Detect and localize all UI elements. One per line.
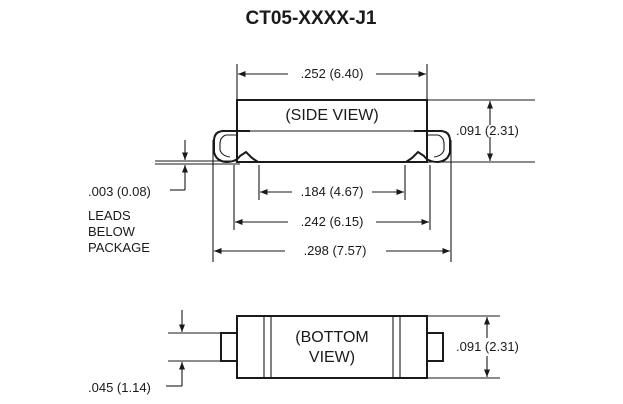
bottom-view-label-line-2: VIEW) [309, 349, 355, 366]
bottom-view: (BOTTOM VIEW) .045 (1.14) .091 (2.31) [88, 310, 519, 395]
side-view: (SIDE VIEW) .252 (6.40) .091 (2.31) .0 [88, 64, 535, 262]
note-line-2: BELOW [88, 224, 136, 239]
right-j-lead [405, 130, 451, 164]
dim-top-width-label: .252 (6.40) [301, 66, 364, 81]
bottom-view-package-body [236, 315, 428, 379]
dim-lead-offset-label: .003 (0.08) [88, 184, 151, 199]
note-line-3: PACKAGE [88, 240, 150, 255]
dim-inner-label: .184 (4.67) [301, 184, 364, 199]
bottom-view-label-line-1: (BOTTOM [295, 329, 368, 346]
side-view-label: (SIDE VIEW) [285, 107, 378, 124]
right-j-lead-inner [427, 134, 445, 158]
left-j-lead [213, 130, 259, 164]
left-j-lead-inner [219, 134, 237, 158]
dim-bottom-height-label: .091 (2.31) [456, 339, 519, 354]
drawing-title: CT05-XXXX-J1 [246, 8, 377, 29]
note-line-1: LEADS [88, 208, 131, 223]
dim-overall-label: .298 (7.57) [304, 243, 367, 258]
bottom-view-right-pad [426, 332, 444, 362]
dim-height-label: .091 (2.31) [456, 123, 519, 138]
dim-pad-label: .045 (1.14) [88, 380, 151, 395]
dim-mid-label: .242 (6.15) [301, 214, 364, 229]
bottom-view-left-pad [220, 332, 238, 362]
